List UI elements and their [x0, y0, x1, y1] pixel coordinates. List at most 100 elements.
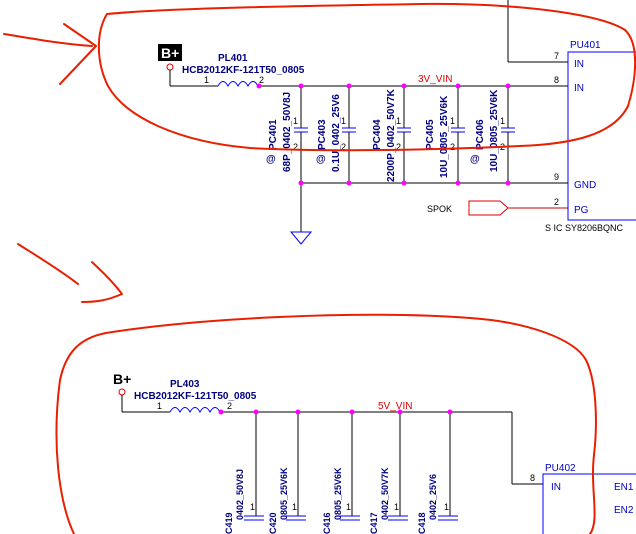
top-cap-pc403: 1 2 — [341, 86, 356, 183]
bottom-cap-c419-value: 0402_50V8J — [235, 469, 245, 520]
top-signal-label: SPOK — [427, 204, 452, 214]
top-junction — [346, 180, 352, 186]
bottom-cap-c420-value: 0805_25V6K — [279, 467, 289, 520]
top-cap-pc403-value: 0.1U_0402_25V6 — [331, 94, 342, 172]
svg-text:1: 1 — [292, 502, 297, 512]
svg-text:1: 1 — [250, 502, 255, 512]
top-junction — [401, 180, 407, 186]
bottom-cap-c418-value: 0402_25V6 — [428, 474, 438, 520]
top-cap-pc404-ref: PC404 — [372, 119, 383, 150]
bottom-chip-pin-en1: EN1 — [614, 482, 634, 493]
top-ground-symbol — [289, 231, 313, 245]
bottom-junction — [253, 409, 259, 415]
bottom-cap-c416: 1 — [340, 412, 360, 521]
bottom-cap-c418: 1 — [438, 412, 458, 521]
bottom-inductor-pin2: 2 — [227, 401, 232, 411]
top-cap-pc406: 1 2 — [500, 86, 515, 183]
top-junction — [298, 180, 304, 186]
svg-text:2: 2 — [293, 142, 298, 152]
bottom-cap-c418-ref: C418 — [417, 512, 427, 534]
bottom-inductor-part: HCB2012KF-121T50_0805 — [134, 391, 257, 402]
top-chip-pin-9-num: 9 — [554, 172, 559, 182]
top-arrow-stroke — [3, 33, 93, 47]
top-cap-pc404-value: 2200P_0402_50V7K — [386, 88, 397, 182]
top-cap-pc406-value: 10U_0805_25V6K — [489, 89, 500, 172]
top-junction — [346, 83, 352, 89]
top-cap-pc403-ref: PC403 — [317, 119, 328, 150]
top-junction — [505, 83, 511, 89]
bottom-bplus-terminal — [118, 388, 126, 396]
svg-text:2: 2 — [341, 142, 346, 152]
top-highlight-loop — [97, 2, 636, 152]
top-bplus-terminal — [166, 63, 174, 71]
top-cap-pc401-marker: @ — [266, 154, 276, 165]
top-inductor-pin2: 2 — [259, 75, 264, 85]
svg-text:1: 1 — [293, 116, 298, 126]
top-junction — [505, 180, 511, 186]
top-inductor-coil — [217, 81, 259, 88]
bottom-junction — [349, 409, 355, 415]
top-chip-pin-7-num: 7 — [554, 51, 559, 61]
top-junction — [256, 83, 262, 89]
bottom-inductor-ref: PL403 — [170, 379, 200, 390]
svg-text:1: 1 — [444, 502, 449, 512]
top-cap-pc406-ref: PC406 — [475, 119, 486, 150]
top-inductor-part: HCB2012KF-121T50_0805 — [182, 65, 305, 76]
svg-text:2: 2 — [396, 142, 401, 152]
svg-text:1: 1 — [346, 502, 351, 512]
top-junction — [455, 83, 461, 89]
svg-text:1: 1 — [450, 116, 455, 126]
svg-text:1: 1 — [396, 116, 401, 126]
bottom-cap-c419: 1 — [244, 412, 264, 521]
svg-text:1: 1 — [394, 502, 399, 512]
top-cap-pc404: 1 2 — [396, 86, 411, 183]
bottom-cap-c417: 1 — [388, 412, 408, 521]
top-chip-body — [567, 51, 636, 221]
svg-text:1: 1 — [341, 116, 346, 126]
top-junction — [455, 180, 461, 186]
bottom-arrow-head — [81, 261, 123, 303]
bottom-highlight-loop — [55, 313, 597, 534]
top-inductor-ref: PL401 — [218, 53, 248, 64]
top-inductor-pin1: 1 — [204, 75, 209, 85]
top-cap-pc401-ref: PC401 — [268, 119, 279, 150]
top-arrow-head — [59, 23, 97, 85]
bottom-cap-c419-ref: C419 — [224, 512, 234, 534]
top-chip-pin-8-name: IN — [574, 83, 584, 94]
top-chip-pin-2-num: 2 — [554, 197, 559, 207]
top-junction — [401, 83, 407, 89]
top-cap-pc403-marker: @ — [316, 154, 326, 165]
bottom-junction — [295, 409, 301, 415]
top-chip-pin-7-name: IN — [574, 59, 584, 70]
bottom-chip-pin-8-name: IN — [551, 482, 561, 493]
bottom-cap-c416-value: 0805_25V6K — [333, 467, 343, 520]
bottom-bplus-label: B+ — [113, 371, 131, 387]
bottom-inductor-pin1: 1 — [157, 401, 162, 411]
top-cap-pc406-marker: @ — [470, 154, 480, 165]
svg-text:2: 2 — [450, 142, 455, 152]
bottom-cap-c417-ref: C417 — [369, 512, 379, 534]
top-chip-pin-2-name: PG — [574, 205, 589, 216]
top-cap-pc401: 1 2 — [293, 86, 308, 232]
top-junction — [298, 83, 304, 89]
top-chip-pin-9-name: GND — [574, 180, 596, 191]
top-signal-port — [468, 200, 509, 216]
top-cap-pc401-value: 68P_0402_50V8J — [282, 92, 293, 172]
bottom-junction — [447, 409, 453, 415]
bottom-chip-pin-8-num: 8 — [530, 473, 535, 483]
top-cap-pc405-ref: PC405 — [425, 119, 436, 150]
bottom-net-label: 5V_VIN — [378, 401, 412, 412]
bottom-cap-c417-value: 0402_50V7K — [380, 467, 390, 520]
bottom-junction — [218, 409, 224, 415]
top-cap-pc405: 1 2 — [450, 86, 465, 183]
bottom-chip-ref: PU402 — [545, 463, 576, 474]
bottom-arrow-stroke — [17, 243, 79, 285]
bottom-cap-c420: 1 — [286, 412, 306, 521]
top-bplus-label: B+ — [161, 45, 179, 61]
top-chip-ref: PU401 — [570, 40, 601, 51]
top-chip-part: S IC SY8206BQNC — [545, 223, 624, 233]
top-bplus-label-bg — [158, 44, 182, 61]
bottom-chip-pin-en2: EN2 — [614, 505, 634, 516]
bottom-inductor-coil — [169, 407, 221, 414]
